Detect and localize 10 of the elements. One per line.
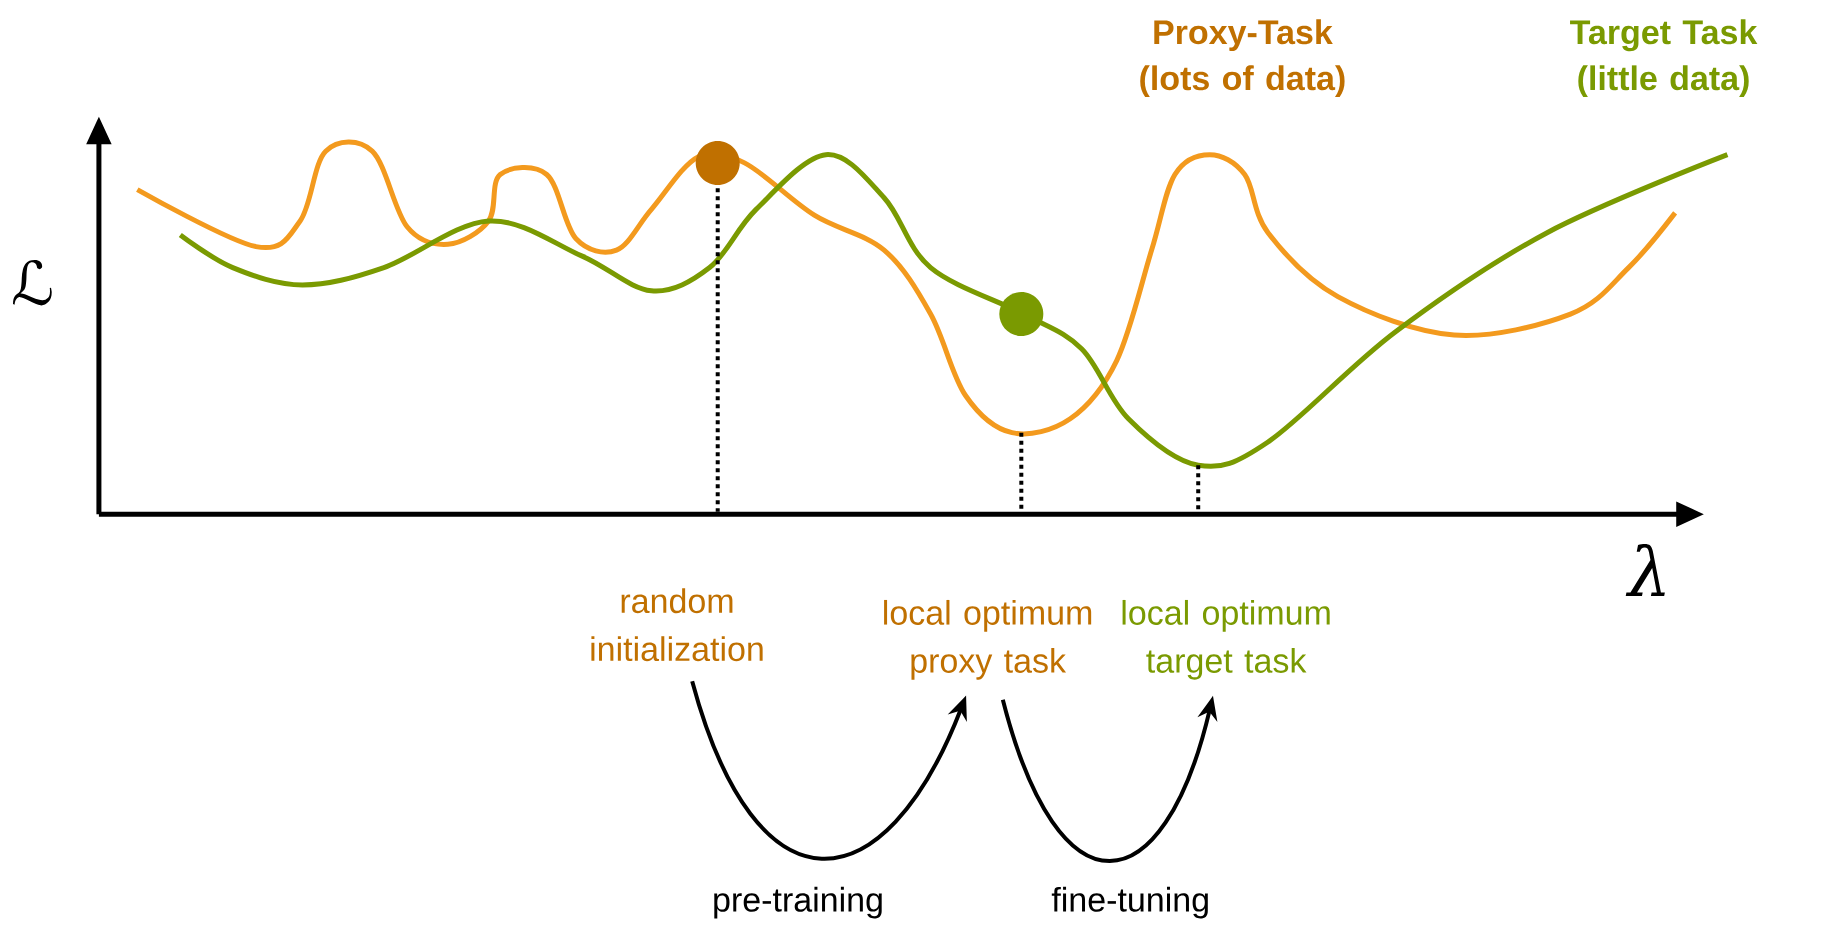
text-label: local optimum proxy task (884, 599, 1092, 680)
curve-label: Target Task (little data) (1570, 19, 1758, 98)
curved-arrow (690, 680, 967, 861)
axis-label: λ (1625, 543, 1665, 596)
edge-label: fine-tuning (1051, 886, 1208, 919)
axis-label: ℒ (13, 259, 52, 306)
text-label: local optimum target task (1122, 599, 1330, 680)
edge-label: pre-training (714, 886, 882, 919)
text-label: random initialization (591, 588, 763, 662)
curve-label: Proxy-Task (lots of data) (1140, 19, 1345, 98)
